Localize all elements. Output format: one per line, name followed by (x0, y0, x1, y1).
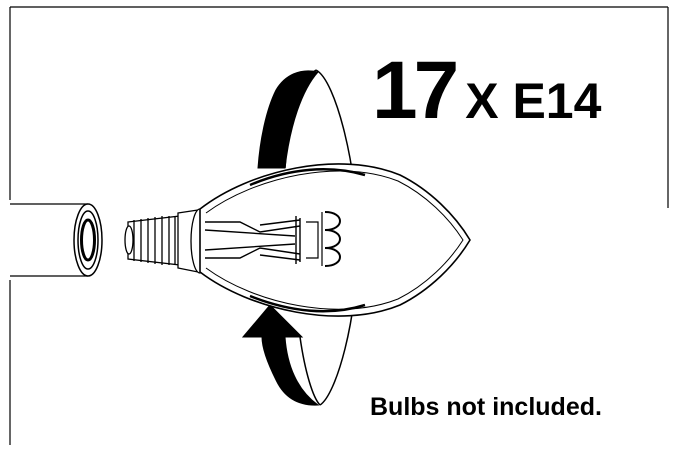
bulbs-not-included-note: Bulbs not included. (370, 393, 602, 421)
candle-socket (10, 203, 103, 277)
bulb-type: X E14 (465, 73, 602, 129)
rotate-arrow-up-icon (257, 70, 319, 169)
bulb-filament (204, 211, 341, 267)
frame-border (9, 6, 669, 445)
candle-bulb-glass (199, 163, 471, 317)
rotation-ring-front (284, 69, 321, 406)
rotate-arrow-down-icon (241, 304, 320, 406)
bulb-count: 17 (372, 45, 459, 136)
bulb-screw-base (124, 208, 210, 274)
